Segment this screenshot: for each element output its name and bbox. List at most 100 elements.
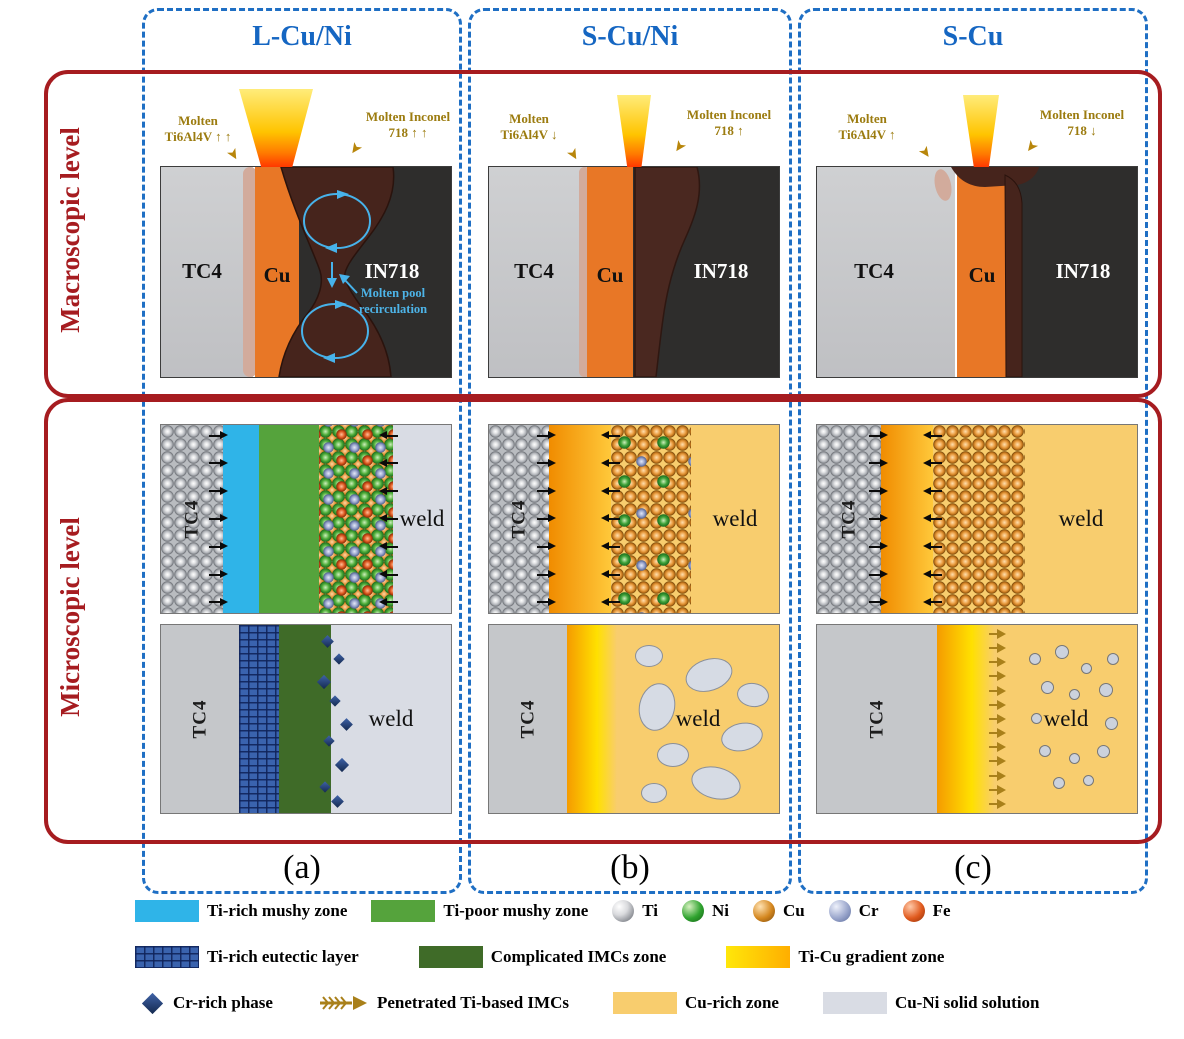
left-arrow-icon	[601, 570, 620, 579]
in718-label: IN718	[693, 259, 749, 283]
particle-dot	[1069, 753, 1080, 764]
weld-label: weld	[712, 506, 758, 531]
penetrated-imcs-icon	[989, 657, 1006, 668]
cu-interlayer	[587, 167, 633, 377]
tc4-label: TC4	[517, 699, 538, 739]
diffusion-arrows-right	[537, 431, 559, 607]
tc4-label: TC4	[189, 699, 210, 739]
legend-label: Cr-rich phase	[173, 993, 273, 1012]
tc4-label: TC4	[181, 499, 202, 539]
legend-label: Cr	[858, 901, 879, 920]
macro-panel-c: TC4 Cu IN718 Molten Ti6Al4V ↑ Molten Inc…	[816, 95, 1138, 378]
cu-sphere-icon	[753, 900, 776, 922]
cu-interlayer	[957, 167, 1007, 377]
column-caption: (a)	[283, 849, 321, 886]
penetrated-imcs-icon	[989, 742, 1006, 753]
ti-cu-gradient-zone	[567, 625, 617, 813]
penetrated-imcs-icon	[989, 699, 1006, 710]
tc4-block	[489, 167, 587, 377]
legend-label: Penetrated Ti-based IMCs	[376, 993, 569, 1012]
tc4-label: TC4	[182, 259, 222, 283]
cu-particle-zone	[611, 425, 691, 613]
left-arrow-icon	[923, 486, 942, 496]
micro-bottom-panel-c: TC4 weld	[816, 624, 1138, 814]
ti-sphere-icon	[612, 900, 635, 922]
right-arrow-icon	[869, 458, 888, 468]
macroscopic-frame	[44, 70, 1162, 398]
molten-pool-graphic	[951, 167, 1039, 377]
legend-item: Ti-Cu gradient zone	[726, 946, 944, 968]
penetrated-imcs-icon	[989, 756, 1006, 767]
cu-label: Cu	[596, 263, 624, 287]
legend-item: Ti-rich mushy zone	[135, 900, 347, 922]
column-s-cu-ni: S-Cu/Ni (b)	[468, 8, 792, 894]
right-arrow-icon	[209, 542, 228, 551]
cu-label: Cu	[263, 263, 291, 287]
right-arrow-icon	[537, 514, 556, 523]
tc4-label: TC4	[838, 499, 859, 539]
left-arrow-icon	[601, 514, 620, 523]
weld-zone: weld	[331, 625, 451, 813]
legend-item: Complicated IMCs zone	[418, 946, 667, 968]
legend-item: Fe	[902, 900, 951, 922]
weld-zone: weld	[691, 425, 779, 613]
legend-label: Ti-rich mushy zone	[207, 901, 348, 920]
complicated-imcs-zone	[279, 625, 331, 813]
legend-label: Fe	[932, 901, 951, 920]
molten-inconel-label: Molten Inconel 718 ↑	[686, 107, 772, 139]
ti-cu-gradient-zone	[937, 625, 995, 813]
particle-dot	[1097, 745, 1110, 758]
ti-poor-mushy-swatch	[371, 900, 436, 922]
penetrated-imcs-icon	[989, 798, 1006, 809]
column-caption: (b)	[610, 849, 650, 886]
legend-item: Ti-poor mushy zone	[371, 900, 588, 922]
penetrated-imcs-icon	[989, 728, 1006, 739]
left-arrow-icon	[601, 486, 620, 496]
particle-dot	[1081, 663, 1092, 674]
legend-item: Cr-rich phase	[140, 992, 273, 1014]
ti-poor-mushy-zone	[259, 425, 319, 613]
macroscopic-level-label: Macroscopic level	[55, 127, 85, 333]
tc4-label: TC4	[514, 259, 554, 283]
microscopic-frame	[44, 398, 1162, 844]
cr-rich-phase-icon	[141, 992, 164, 1014]
penetrated-imcs-icon	[989, 784, 1006, 795]
right-arrow-icon	[869, 597, 888, 607]
particle-dot	[1039, 745, 1051, 757]
left-arrow-icon	[601, 431, 620, 440]
column-l-cu-ni: L-Cu/Ni (a)	[142, 8, 462, 894]
particle-dot	[1105, 717, 1118, 730]
solid-solution-particle	[635, 645, 663, 667]
left-arrow-icon	[379, 542, 398, 551]
molten-inconel-label: Molten Inconel 718 ↑ ↑	[365, 109, 451, 141]
legend-label: Complicated IMCs zone	[490, 947, 667, 966]
penetrated-imcs-icon	[989, 685, 1006, 696]
macro-panel-a: TC4 Cu IN718 Molten pool recirculation M…	[160, 89, 452, 378]
left-arrow-icon	[601, 458, 620, 468]
diffusion-arrows-right	[209, 431, 231, 607]
right-arrow-icon	[537, 542, 556, 551]
legend-item: Ti-rich eutectic layer	[135, 946, 359, 968]
legend-row-2: Ti-rich eutectic layer Complicated IMCs …	[135, 946, 944, 968]
weld-zone: weld	[1025, 425, 1137, 613]
micro-bottom-panel-b: TC4 weld	[488, 624, 780, 814]
molten-ti-label: Molten Ti6Al4V ↑	[838, 111, 896, 143]
ni-sphere-icon	[682, 900, 705, 922]
particle-dot	[1069, 689, 1080, 700]
legend-label: Cu-rich zone	[684, 993, 779, 1012]
weld-label: weld	[368, 706, 414, 731]
left-arrow-icon	[379, 431, 398, 440]
left-arrow-icon	[923, 570, 942, 579]
molten-ti-sliver	[579, 167, 590, 377]
tc4-block	[817, 167, 955, 377]
ti-cu-gradient-zone	[549, 425, 611, 613]
legend-row-3: Cr-rich phase Penetrated Ti-based IMCs C…	[140, 992, 1040, 1014]
legend-item: Penetrated Ti-based IMCs	[317, 993, 569, 1013]
legend-item: Cu	[753, 900, 805, 922]
legend-label: Ti-Cu gradient zone	[798, 947, 945, 966]
molten-pool-graphic	[278, 167, 395, 377]
solid-solution-particle	[657, 743, 689, 767]
particle-dot	[1031, 713, 1042, 724]
right-arrow-icon	[209, 514, 228, 523]
